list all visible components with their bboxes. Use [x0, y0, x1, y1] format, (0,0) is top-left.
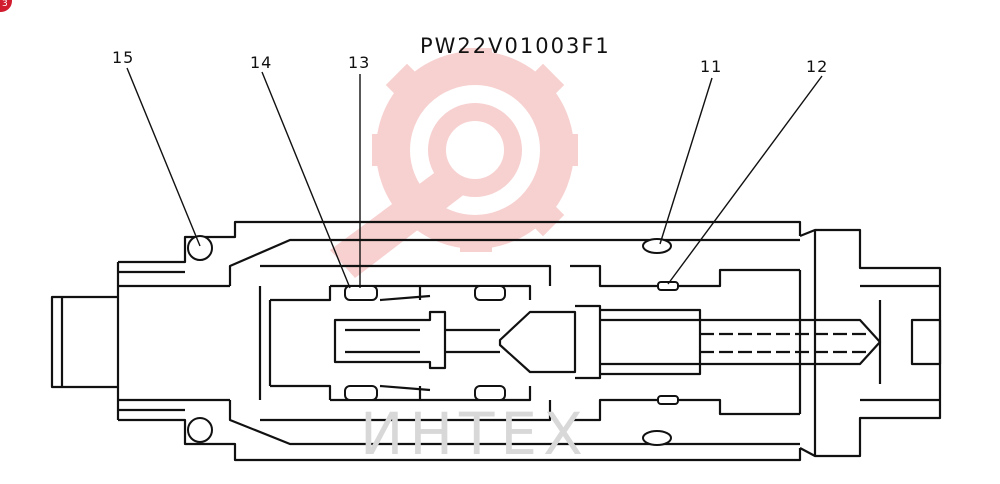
callout-13: 13: [348, 53, 371, 72]
watermark-gear-icon: [330, 48, 578, 278]
callout-15: 15: [112, 48, 135, 67]
leader-lines: [126, 67, 823, 289]
seal-parts: [187, 235, 679, 446]
callout-14: 14: [250, 53, 273, 72]
callout-12: 12: [806, 57, 829, 76]
drawing-id-label: PW22V01003F1: [420, 34, 611, 58]
valve-outline: [50, 220, 942, 462]
callout-11: 11: [700, 57, 723, 76]
corner-badge-text: 3: [2, 0, 8, 9]
watermark-text: ИНТЕХ: [360, 400, 589, 468]
